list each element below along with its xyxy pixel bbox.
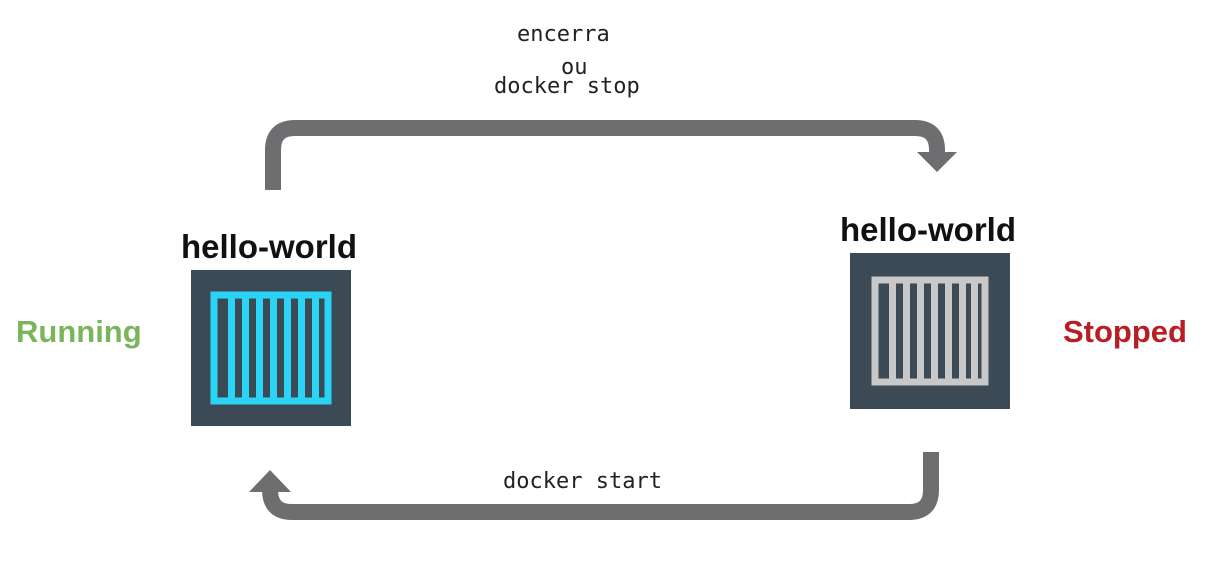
start-arrow-head — [249, 470, 291, 492]
stop-arrow-path — [265, 120, 945, 190]
running-state-label: Running — [16, 314, 142, 349]
running-container-icon — [191, 270, 351, 426]
transition-label-encerra: encerra — [517, 22, 610, 47]
stopped-container-name: hello-world — [840, 211, 1016, 248]
running-container-name: hello-world — [181, 228, 357, 265]
transition-label-ou: ou — [561, 55, 588, 80]
stopped-container-icon — [850, 253, 1010, 409]
transition-label-docker-start: docker start — [503, 469, 662, 494]
start-arrow-path — [262, 452, 939, 520]
transition-label-docker-stop: docker stop — [494, 74, 640, 99]
stop-arrow-head — [917, 152, 957, 172]
stopped-state-label: Stopped — [1063, 314, 1187, 349]
